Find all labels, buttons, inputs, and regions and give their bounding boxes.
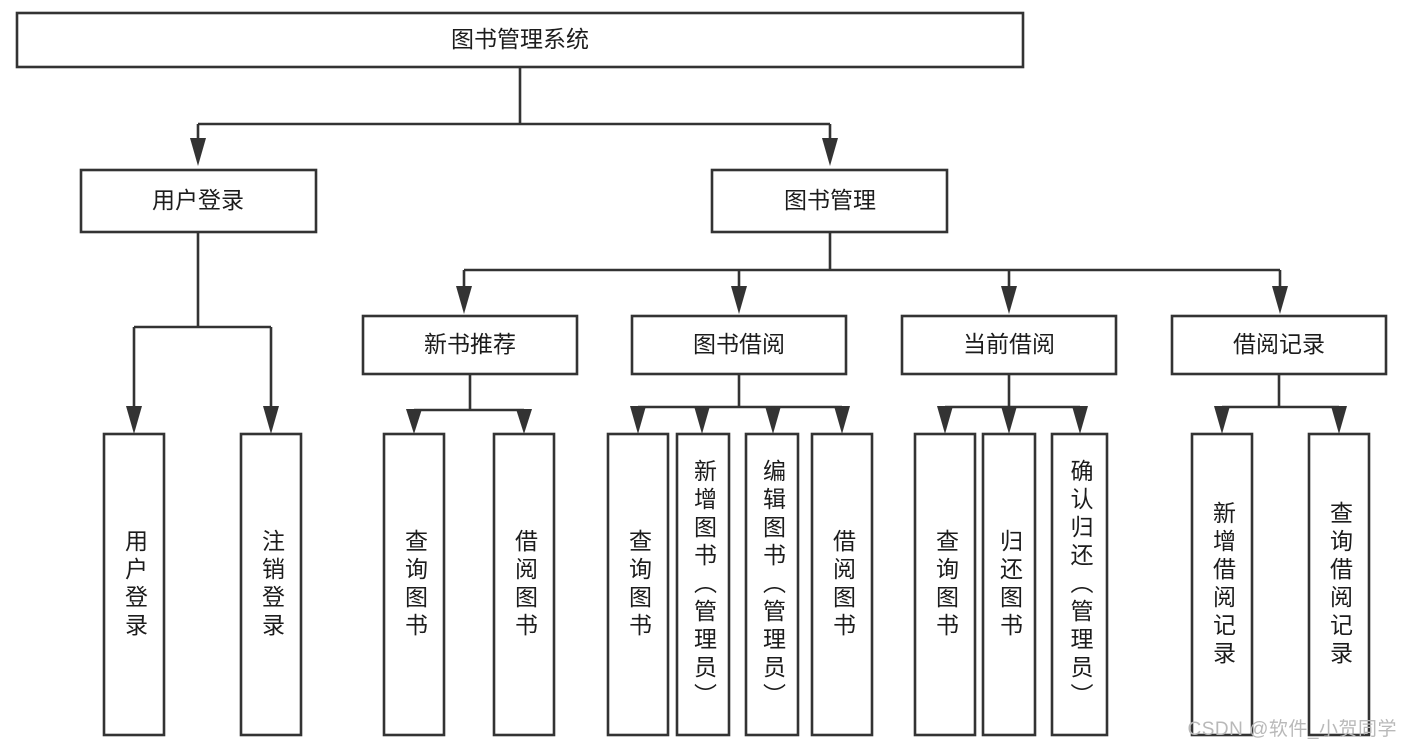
arrowhead-new-book-recommend	[456, 286, 472, 314]
arrowhead-borrow-record	[1272, 286, 1288, 314]
leaf-box-borrow-record-1	[1190, 432, 1254, 737]
connector-group-root	[190, 67, 838, 166]
node-book-borrow-label: 图书借阅	[693, 331, 785, 357]
node-root-box	[15, 11, 1025, 69]
leaf-box-new-book-1	[382, 432, 446, 737]
node-current-borrow-label: 当前借阅	[963, 331, 1055, 357]
leaf-node-book-borrow-1[interactable]	[606, 432, 670, 737]
connector-group-book-borrow	[630, 374, 850, 434]
leaf-node-book-borrow-3[interactable]	[744, 432, 800, 737]
arrowhead-leaf-bookborrow-3	[765, 406, 781, 434]
connector-group-current-borrow	[937, 374, 1088, 434]
arrowhead-leaf-bookborrow-4	[834, 406, 850, 434]
arrowhead-leaf-user-login-1	[126, 406, 142, 434]
leaf-box-book-borrow-3	[744, 432, 800, 737]
arrowhead-leaf-newbook-2	[516, 409, 532, 434]
node-borrow-record[interactable]: 借阅记录	[1170, 314, 1388, 376]
connector-group-book-manage	[456, 232, 1288, 314]
leaf-box-user-login-1	[102, 432, 166, 737]
leaf-node-book-borrow-4[interactable]	[810, 432, 874, 737]
arrowhead-book-manage	[822, 138, 838, 166]
leaf-box-new-book-2	[492, 432, 556, 737]
node-new-book-recommend-label: 新书推荐	[424, 331, 516, 357]
node-new-book-recommend[interactable]: 新书推荐	[361, 314, 579, 376]
watermark-text: CSDN @软件_小贺同学	[1187, 719, 1397, 740]
leaf-node-current-borrow-2[interactable]	[981, 432, 1037, 737]
node-user-login[interactable]: 用户登录	[79, 168, 318, 234]
leaf-node-new-book-2[interactable]	[492, 432, 556, 737]
node-new-book-recommend-box	[361, 314, 579, 376]
node-user-login-label: 用户登录	[152, 187, 244, 213]
leaf-box-borrow-record-2	[1307, 432, 1371, 737]
arrowhead-leaf-currentborrow-1	[937, 406, 953, 434]
arrowhead-leaf-newbook-1	[406, 409, 422, 434]
node-root[interactable]: 图书管理系统	[15, 11, 1025, 69]
leaf-node-book-borrow-2[interactable]	[675, 432, 731, 737]
arrowhead-user-login	[190, 138, 206, 166]
leaf-node-new-book-1[interactable]	[382, 432, 446, 737]
arrowhead-leaf-currentborrow-3	[1072, 406, 1088, 434]
leaf-node-current-borrow-3[interactable]	[1050, 432, 1109, 737]
arrowhead-leaf-borrowrecord-1	[1214, 406, 1230, 434]
node-book-manage-label: 图书管理	[784, 187, 876, 213]
connector-group-new-book-recommend	[406, 374, 532, 434]
node-borrow-record-label: 借阅记录	[1233, 331, 1325, 357]
leaf-box-user-login-2	[239, 432, 303, 737]
node-current-borrow[interactable]: 当前借阅	[900, 314, 1118, 376]
arrowhead-leaf-user-login-2	[263, 406, 279, 434]
node-book-manage[interactable]: 图书管理	[710, 168, 949, 234]
arrowhead-current-borrow	[1001, 286, 1017, 314]
node-root-label: 图书管理系统	[451, 26, 589, 52]
leaf-box-book-borrow-4	[810, 432, 874, 737]
node-book-manage-box	[710, 168, 949, 234]
arrowhead-leaf-currentborrow-2	[1001, 406, 1017, 434]
connector-group-user-login	[126, 232, 279, 434]
leaf-node-current-borrow-1[interactable]	[913, 432, 977, 737]
leaf-box-book-borrow-1	[606, 432, 670, 737]
node-borrow-record-box	[1170, 314, 1388, 376]
node-book-borrow-box	[630, 314, 848, 376]
leaf-box-current-borrow-2	[981, 432, 1037, 737]
leaf-box-current-borrow-3	[1050, 432, 1109, 737]
leaf-box-book-borrow-2	[675, 432, 731, 737]
connector-group-borrow-record	[1214, 374, 1347, 434]
leaf-box-current-borrow-1	[913, 432, 977, 737]
leaf-node-borrow-record-2[interactable]	[1307, 432, 1371, 737]
arrowhead-leaf-bookborrow-1	[630, 406, 646, 434]
arrowhead-leaf-borrowrecord-2	[1331, 406, 1347, 434]
arrowhead-book-borrow	[731, 286, 747, 314]
node-book-borrow[interactable]: 图书借阅	[630, 314, 848, 376]
node-current-borrow-box	[900, 314, 1118, 376]
leaf-node-borrow-record-1[interactable]	[1190, 432, 1254, 737]
leaf-node-user-login-1[interactable]	[102, 432, 166, 737]
leaf-node-user-login-2[interactable]	[239, 432, 303, 737]
arrowhead-leaf-bookborrow-2	[694, 406, 710, 434]
